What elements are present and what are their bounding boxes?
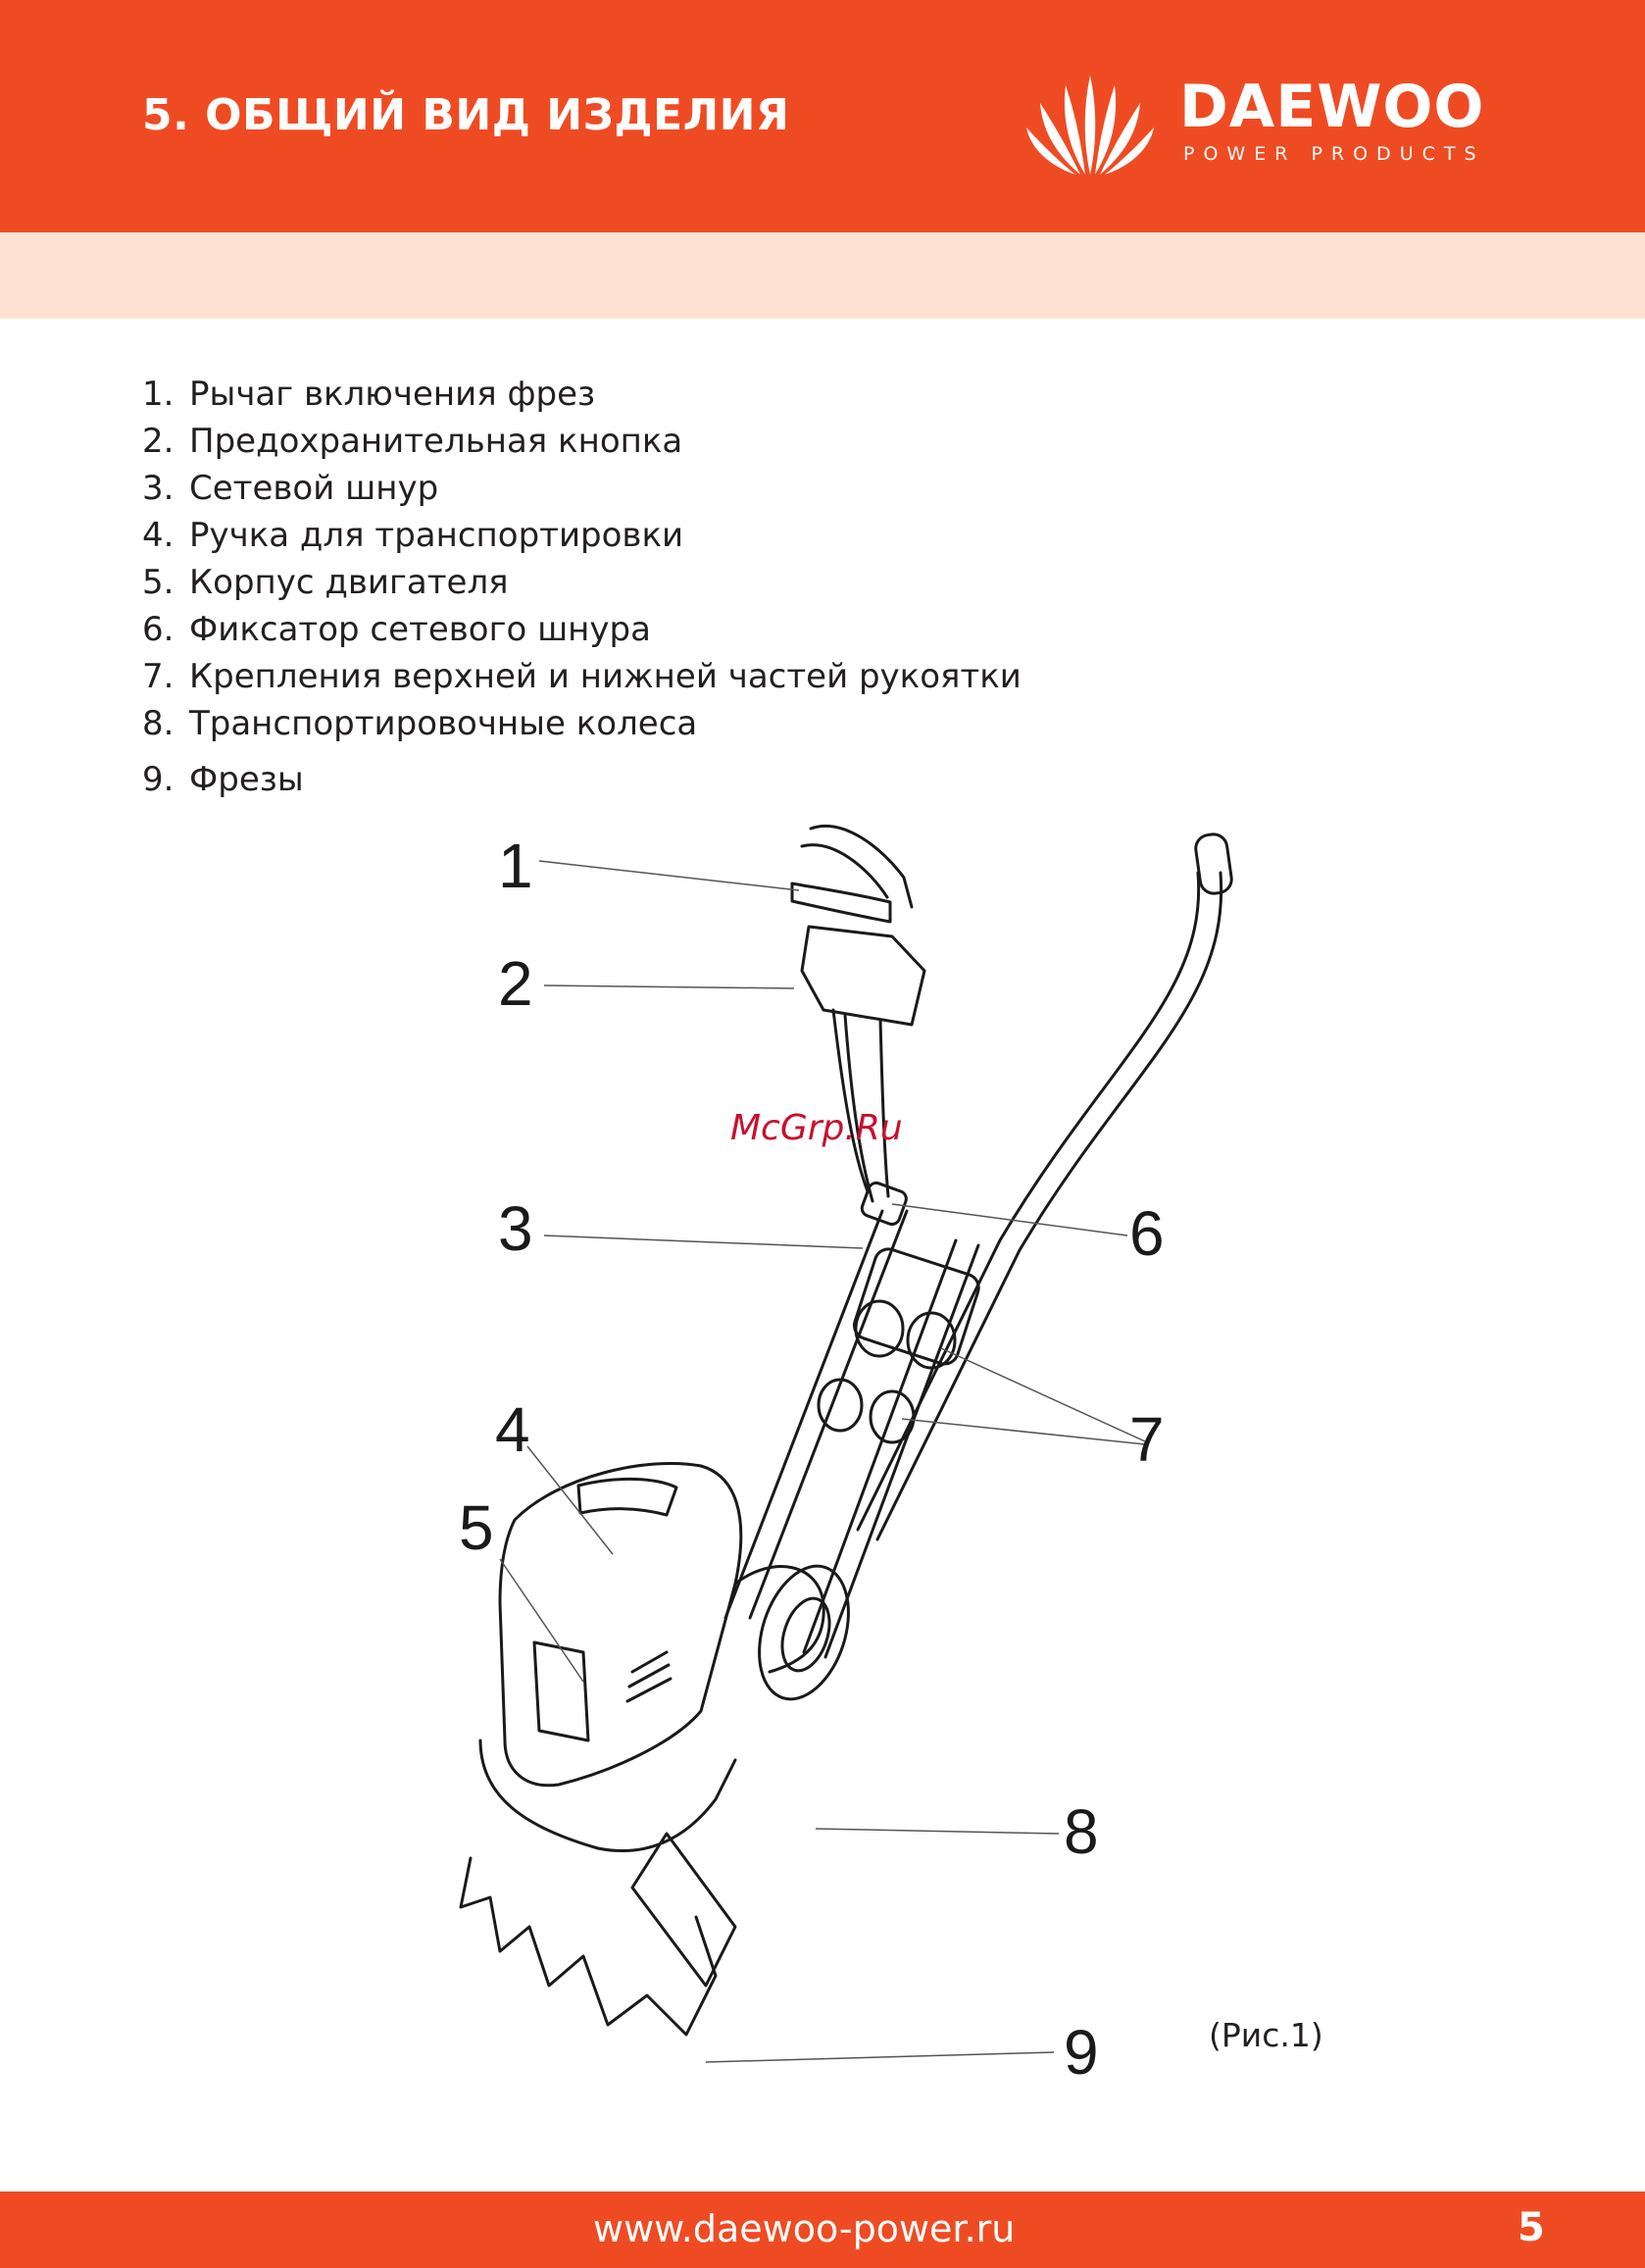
upper-knob-right	[906, 1311, 957, 1370]
tines	[459, 1856, 718, 2037]
left-handle-bar	[831, 1008, 870, 1193]
right-handle-bar	[875, 871, 1223, 1541]
transport-handle	[576, 1477, 678, 1517]
page-footer: www.daewoo-power.ru 5	[0, 2192, 1645, 2268]
list-item: 5. Корпус двигателя	[142, 559, 1022, 606]
callout-numbers: 1 2 3 4 5 6 7 8 9	[459, 831, 1165, 2088]
lower-handle-left-2	[748, 1209, 909, 1620]
item-number: 9.	[142, 760, 174, 799]
list-item: 8. Транспортировочные колеса	[142, 700, 1022, 747]
list-item: 9. Фрезы	[142, 756, 1022, 803]
cultivator-drawing	[459, 824, 1233, 2037]
left-grip-lower	[800, 843, 889, 899]
item-number: 6.	[142, 610, 174, 649]
item-number: 1.	[142, 375, 174, 414]
tine-blade	[630, 1832, 737, 1988]
callout-1: 1	[498, 831, 533, 901]
item-number: 8.	[142, 704, 174, 743]
callout-3: 3	[498, 1193, 533, 1264]
callout-7: 7	[1129, 1404, 1165, 1475]
clamp-plate	[853, 1247, 980, 1366]
motor-housing	[498, 1462, 743, 1788]
lower-handle-right	[802, 1238, 958, 1654]
list-item: 7. Крепления верхней и нижней частей руко…	[142, 653, 1022, 700]
callout-lines	[499, 860, 1146, 2063]
item-number: 7.	[142, 657, 174, 696]
power-cord	[843, 1013, 874, 1203]
item-label: Сетевой шнур	[189, 469, 439, 508]
lower-handle-left	[723, 1209, 884, 1620]
watermark: McGrp.Ru	[730, 1108, 903, 1148]
item-label: Фрезы	[189, 760, 304, 799]
section-title: 5. ОБЩИЙ ВИД ИЗДЕЛИЯ	[142, 90, 790, 140]
cultivator-diagram: 1 2 3 4 5 6 7 8 9	[459, 824, 1233, 2088]
list-item: 4. Ручка для транспортировки	[142, 512, 1022, 559]
list-item: 1. Рычаг включения фрез	[142, 371, 1022, 418]
page-header: 5. ОБЩИЙ ВИД ИЗДЕЛИЯ DAEWOO POWER PRODUC…	[0, 0, 1645, 232]
figure-caption: (Рис.1)	[1209, 2016, 1323, 2054]
parts-list: 1. Рычаг включения фрез 2. Предохранительн…	[142, 371, 1022, 803]
switch-lever	[790, 882, 892, 924]
right-handle-bar-inner	[856, 871, 1201, 1532]
label-panel	[532, 1640, 590, 1742]
item-label: Ручка для транспортировки	[189, 516, 684, 555]
callout-8: 8	[1064, 1796, 1099, 1867]
callout-9: 9	[1064, 2017, 1099, 2088]
upper-knob-left	[854, 1299, 905, 1358]
transport-wheel	[758, 1564, 850, 1701]
daewoo-logo: DAEWOO POWER PRODUCTS	[1024, 74, 1515, 176]
callout-5: 5	[459, 1492, 494, 1563]
tine-shield	[478, 1739, 737, 1853]
lower-handle-right-2	[823, 1243, 980, 1659]
item-label: Рычаг включения фрез	[189, 375, 596, 414]
item-label: Крепления верхней и нижней частей рукоят…	[189, 657, 1022, 696]
right-grip	[1194, 832, 1233, 895]
page-number: 5	[1518, 2205, 1545, 2250]
item-label: Транспортировочные колеса	[189, 704, 698, 743]
item-number: 2.	[142, 422, 174, 461]
item-label: Предохранительная кнопка	[189, 422, 683, 461]
left-grip	[809, 824, 914, 909]
website-link[interactable]: www.daewoo-power.ru	[593, 2207, 1016, 2250]
header-band	[0, 232, 1645, 319]
vent-grille	[625, 1650, 673, 1703]
list-item: 3. Сетевой шнур	[142, 465, 1022, 512]
item-label: Фиксатор сетевого шнура	[189, 610, 651, 649]
daewoo-fan-logo-icon	[1026, 76, 1154, 175]
switch-housing	[800, 925, 926, 1027]
callout-4: 4	[495, 1394, 530, 1465]
rear-guard	[733, 1565, 825, 1674]
item-number: 5.	[142, 563, 174, 602]
callout-6: 6	[1129, 1198, 1165, 1269]
left-handle-bar-2	[878, 1018, 890, 1198]
transport-wheel-hub	[780, 1596, 831, 1673]
item-label: Корпус двигателя	[189, 563, 509, 602]
lower-knob-right	[869, 1389, 916, 1444]
list-item: 2. Предохранительная кнопка	[142, 418, 1022, 465]
item-number: 3.	[142, 469, 174, 508]
callout-2: 2	[498, 948, 533, 1019]
item-number: 4.	[142, 516, 174, 555]
logo-subtitle: POWER PRODUCTS	[1183, 143, 1485, 165]
lower-knob-left	[817, 1378, 864, 1433]
cord-holder	[860, 1181, 908, 1227]
logo-name: DAEWOO	[1179, 73, 1485, 141]
list-item: 6. Фиксатор сетевого шнура	[142, 606, 1022, 653]
